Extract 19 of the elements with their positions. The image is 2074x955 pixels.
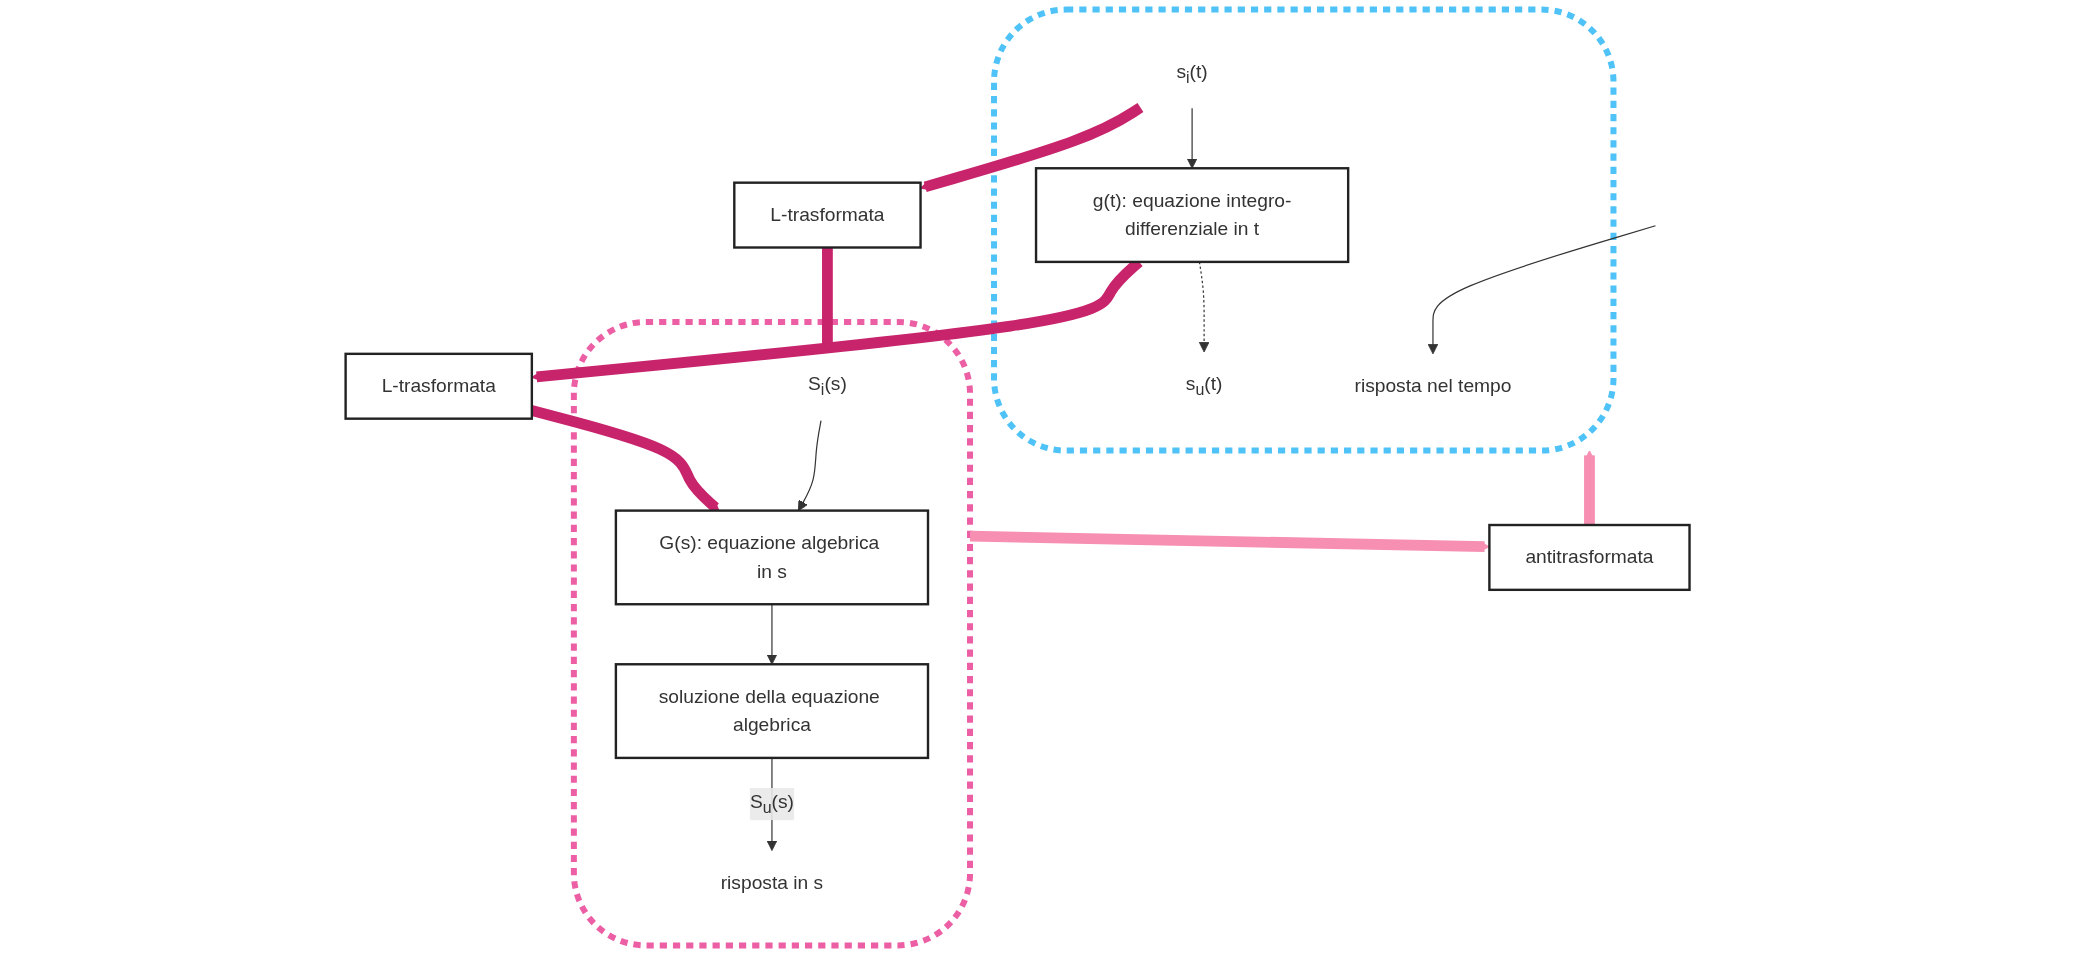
- cluster: [991, 6, 1617, 454]
- node-text: s$_{u}$(t): [1186, 373, 1223, 399]
- edge-label: S$_{u}$(s): [750, 791, 795, 817]
- arrow: [1428, 225, 1657, 355]
- node-text: risposta nel tempo: [1354, 375, 1512, 396]
- node-box: antitrasformata: [1488, 523, 1692, 592]
- arrow: [1584, 450, 1596, 525]
- node-text: risposta in s: [721, 872, 824, 893]
- arrow: [1199, 261, 1210, 353]
- arrow: [920, 102, 1144, 192]
- arrow: [1187, 107, 1198, 169]
- node-box: L-trasformata: [733, 181, 923, 249]
- node-text: S$_{i}$(s): [808, 373, 848, 399]
- cluster: [571, 318, 974, 949]
- node-box: soluzione della equazione algebrica: [615, 663, 930, 760]
- node-box: G(s): equazione algebrica in s: [615, 509, 930, 606]
- node-text: s$_{i}$(t): [1176, 61, 1209, 87]
- node-box: g(t): equazione integro-differenziale in t: [1035, 167, 1350, 264]
- node-box: L-trasformata: [344, 352, 534, 420]
